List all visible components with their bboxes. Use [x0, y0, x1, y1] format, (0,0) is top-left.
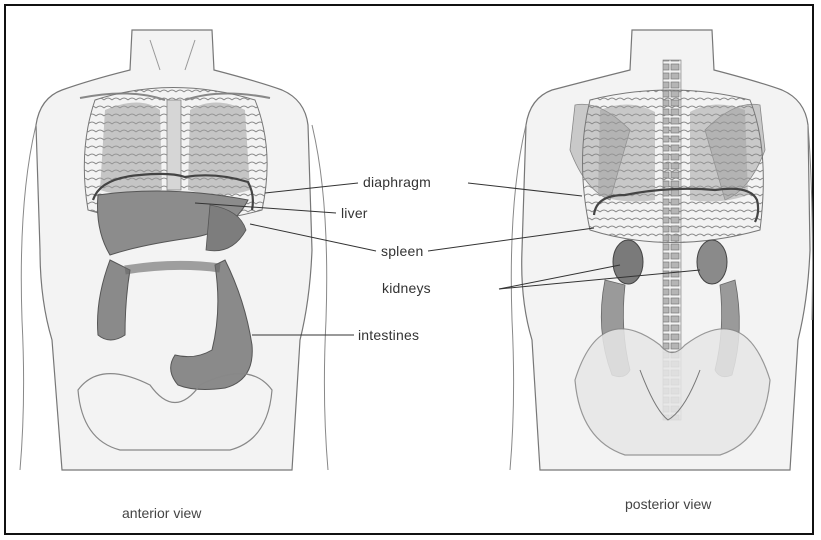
label-spleen: spleen — [381, 243, 423, 259]
label-kidneys: kidneys — [382, 280, 431, 296]
caption-posterior-view: posterior view — [625, 496, 711, 512]
label-liver: liver — [341, 205, 368, 221]
label-intestines: intestines — [358, 327, 419, 343]
caption-anterior-view: anterior view — [122, 505, 201, 521]
posterior-torso — [510, 30, 813, 470]
label-diaphragm: diaphragm — [363, 174, 431, 190]
posterior-kidney-right — [697, 240, 727, 284]
anterior-torso — [20, 30, 328, 470]
